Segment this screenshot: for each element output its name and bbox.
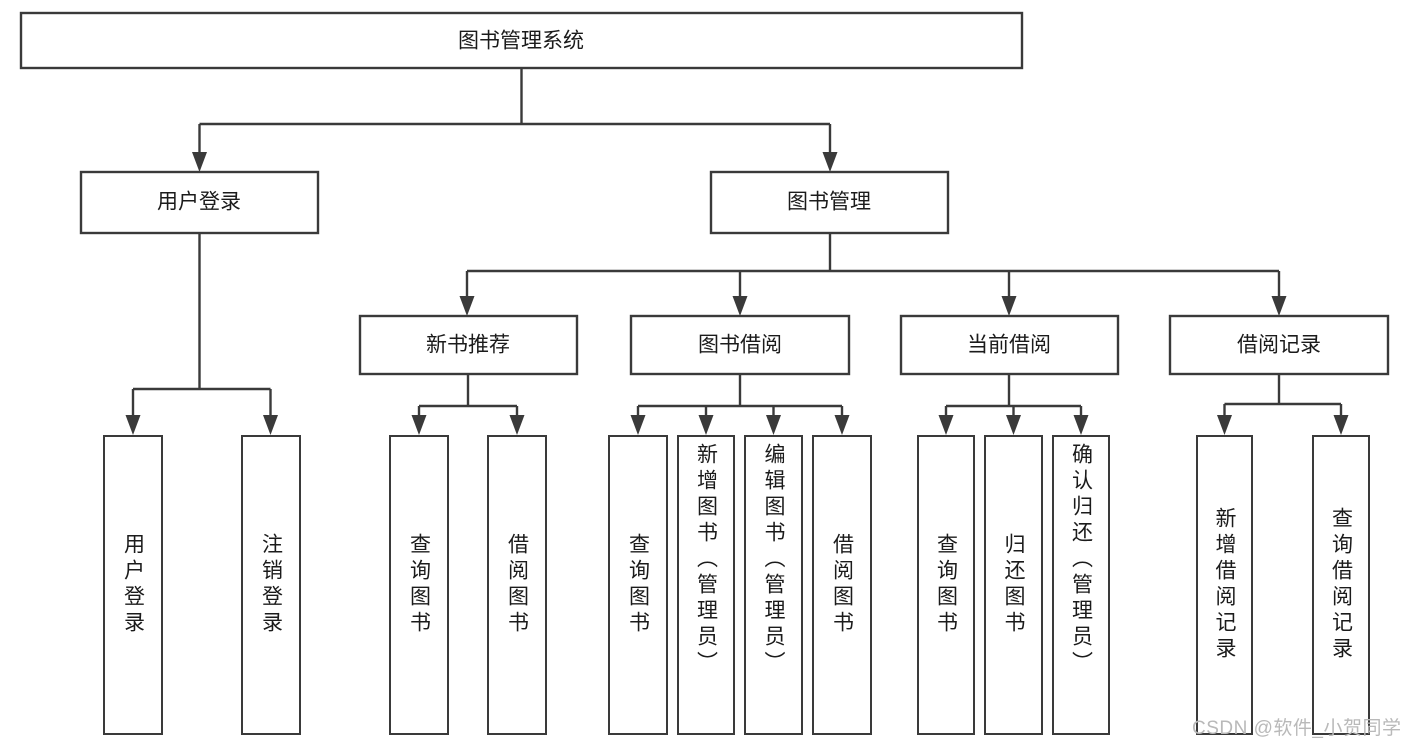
leaf-borrow-book-recommend[interactable]: 借阅图书 [487,435,547,735]
leaf-confirm-return-admin-label: 确认归还（管理员） [1069,443,1093,677]
leaf-borrow-book[interactable]: 借阅图书 [812,435,872,735]
node-book-management-label: 图书管理 [787,191,871,214]
leaf-return-book[interactable]: 归还图书 [984,435,1043,735]
leaf-borrow-book-label: 借阅图书 [830,533,854,637]
leaf-edit-book-admin-label: 编辑图书（管理员） [762,443,785,677]
leaf-query-book-recommend-label: 查询图书 [407,533,431,637]
leaf-logout[interactable]: 注销登录 [241,435,301,735]
leaf-query-book-recommend[interactable]: 查询图书 [389,435,449,735]
leaf-user-login-label: 用户登录 [121,533,145,637]
node-current-borrow-label: 当前借阅 [967,334,1051,357]
node-borrow-records[interactable]: 借阅记录 [1168,314,1390,376]
leaf-query-book-borrow-label: 查询图书 [626,533,650,637]
node-root-label: 图书管理系统 [458,30,584,53]
leaf-return-book-label: 归还图书 [1002,533,1025,637]
leaf-logout-label: 注销登录 [259,533,283,637]
leaf-add-book-admin[interactable]: 新增图书（管理员） [677,435,735,735]
leaf-add-borrow-record[interactable]: 新增借阅记录 [1196,435,1253,735]
connector-bookmgmt-to-level3 [459,233,1287,316]
connector-borrow-to-leaves [630,374,850,435]
node-book-management[interactable]: 图书管理 [709,170,950,235]
leaf-query-borrow-record[interactable]: 查询借阅记录 [1312,435,1370,735]
leaf-add-borrow-record-label: 新增借阅记录 [1213,507,1236,663]
connector-records-to-leaves [1217,374,1349,435]
leaf-query-book-borrow[interactable]: 查询图书 [608,435,668,735]
leaf-user-login[interactable]: 用户登录 [103,435,163,735]
node-book-borrow-label: 图书借阅 [698,334,782,357]
leaf-add-book-admin-label: 新增图书（管理员） [694,443,718,677]
leaf-borrow-book-recommend-label: 借阅图书 [505,533,529,637]
leaf-query-book-current-label: 查询图书 [934,533,958,637]
node-new-book-recommend-label: 新书推荐 [426,334,510,357]
leaf-edit-book-admin[interactable]: 编辑图书（管理员） [744,435,803,735]
connector-current-to-leaves [938,374,1089,435]
node-user-login-label: 用户登录 [157,191,241,214]
leaf-query-book-current[interactable]: 查询图书 [917,435,975,735]
leaf-confirm-return-admin[interactable]: 确认归还（管理员） [1052,435,1110,735]
node-borrow-records-label: 借阅记录 [1237,334,1321,357]
connector-root-to-level2 [192,68,838,172]
connector-userlogin-to-leaves [125,233,278,435]
connector-newbook-to-leaves [411,374,525,435]
csdn-watermark: CSDN @软件_小贺同学 [1192,718,1402,739]
node-new-book-recommend[interactable]: 新书推荐 [358,314,579,376]
leaf-query-borrow-record-label: 查询借阅记录 [1329,507,1353,663]
node-user-login[interactable]: 用户登录 [79,170,320,235]
node-current-borrow[interactable]: 当前借阅 [899,314,1120,376]
node-root[interactable]: 图书管理系统 [19,11,1024,70]
node-book-borrow[interactable]: 图书借阅 [629,314,851,376]
